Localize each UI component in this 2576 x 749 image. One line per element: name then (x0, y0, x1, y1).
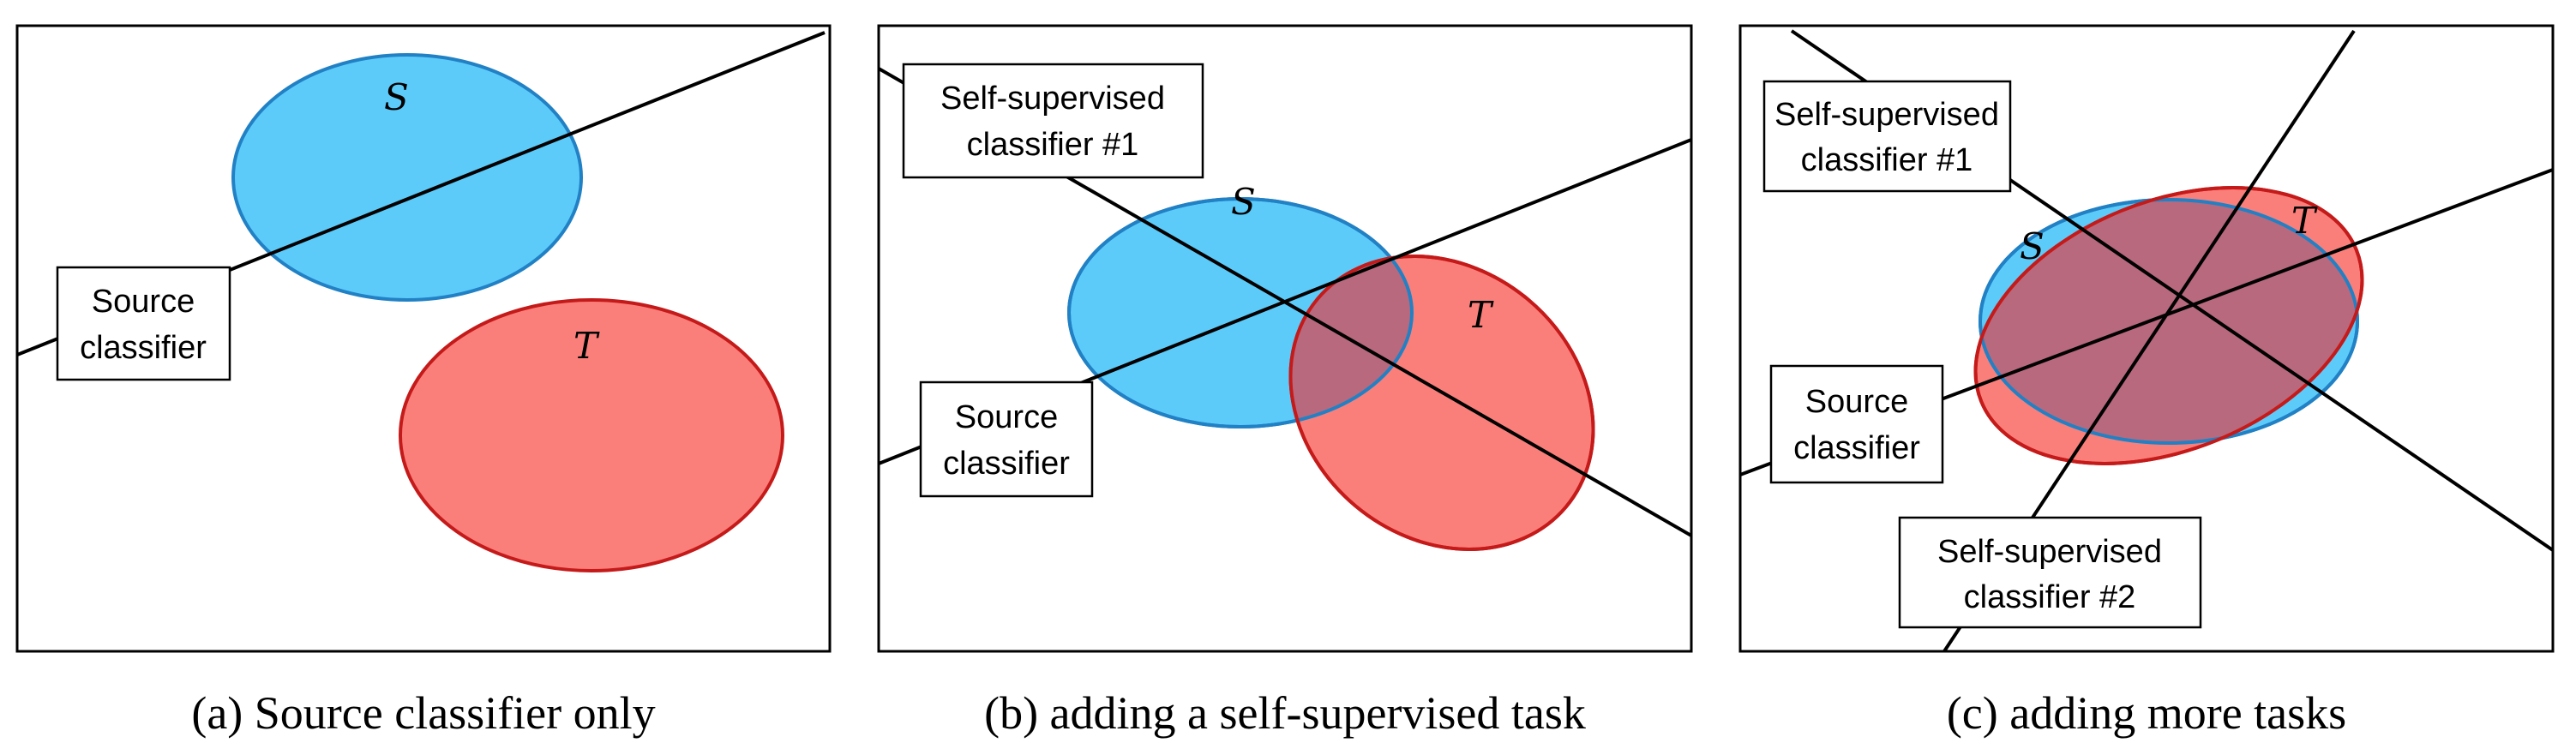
panel-a-target-ellipse (399, 298, 784, 572)
panel-b-source-set-label: S (1231, 181, 1256, 223)
panel-c-ssl1-label: Self-supervised classifier #1 (1762, 80, 2012, 193)
panel-c-source-classifier-label: Source classifier (1769, 364, 1944, 484)
panel-c-source-classifier-label-line1: Source (1805, 384, 1908, 420)
panel-c-target-outline (1973, 186, 2364, 465)
panel-c: S T Self-supervised classifier #1 Source… (1738, 24, 2555, 739)
panel-b-ssl1-label: Self-supervised classifier #1 (902, 63, 1204, 179)
panel-a-source-classifier-label-line2: classifier (80, 330, 207, 366)
panel-c-ssl2-label-line2: classifier #2 (1964, 579, 2136, 615)
panel-b: S T Self-supervised classifier #1 Source… (877, 24, 1693, 739)
panel-c-ssl2-label-line1: Self-supervised (1937, 534, 2162, 570)
panel-b-caption: (b) adding a self-supervised task (984, 687, 1586, 739)
panel-b-target-outline (1288, 255, 1595, 551)
panel-a-source-classifier-label: Source classifier (56, 266, 231, 381)
panel-b-target-set-label: T (1468, 294, 1494, 336)
panel-c-caption: (c) adding more tasks (1947, 687, 2346, 739)
panel-b-source-classifier-label: Source classifier (919, 380, 1094, 498)
panel-c-ssl1-label-line1: Self-supervised (1774, 97, 1999, 133)
panel-a-target-set-label: T (573, 325, 600, 367)
panel-c-ssl1-label-line2: classifier #1 (1801, 142, 1973, 178)
panel-a-source-set-label: S (384, 76, 409, 118)
panel-a: S T Source classifier (a) Source classif… (15, 24, 832, 739)
panel-c-source-outline (1979, 198, 2359, 445)
panel-b-overlap-region (1290, 256, 1412, 427)
panel-b-ssl1-label-line1: Self-supervised (940, 81, 1165, 117)
panel-c-source-set-label: S (2020, 225, 2045, 267)
panel-b-ssl1-label-line2: classifier #1 (967, 127, 1139, 163)
panel-a-source-ellipse (231, 53, 583, 302)
panel-b-source-outline (1067, 197, 1414, 428)
panel-c-target-set-label: T (2291, 200, 2318, 242)
panel-a-caption: (a) Source classifier only (191, 687, 655, 739)
panel-b-source-classifier-label-line1: Source (955, 399, 1058, 435)
panel-c-source-classifier-label-line2: classifier (1793, 430, 1920, 466)
panel-a-source-classifier-label-line1: Source (92, 284, 195, 320)
panel-c-overlap-region (1980, 200, 2357, 443)
panel-c-ssl2-label: Self-supervised classifier #2 (1898, 516, 2202, 629)
panel-b-source-classifier-label-line2: classifier (943, 446, 1070, 482)
